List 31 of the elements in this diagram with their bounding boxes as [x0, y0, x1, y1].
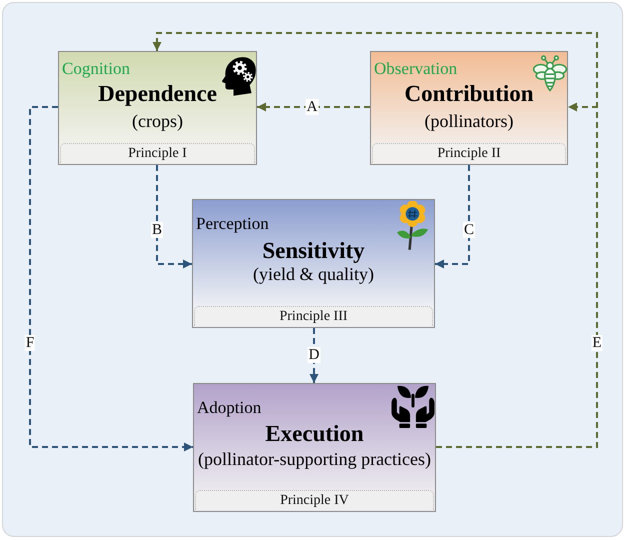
- edge-label: A: [306, 99, 318, 115]
- dashed-arrow: [435, 165, 470, 268]
- principle-band: Principle I: [60, 143, 255, 163]
- category-label: Perception: [196, 215, 269, 233]
- process-box: [58, 51, 257, 165]
- box-subtitle: (pollinators): [424, 112, 514, 130]
- dashed-arrow: [29, 106, 193, 452]
- box-title: Execution: [265, 422, 364, 446]
- box-subtitle: (pollinator-supporting practices): [198, 450, 432, 468]
- box-title: Sensitivity: [262, 238, 365, 264]
- box-subtitle: (crops): [132, 112, 183, 130]
- principle-band: Principle II: [372, 143, 566, 163]
- box-subtitle: (yield & quality): [253, 264, 374, 284]
- box-title: Dependence: [98, 82, 217, 106]
- dashed-arrow: [257, 102, 370, 112]
- category-label: Observation: [374, 60, 458, 78]
- box-title: Contribution: [404, 82, 534, 106]
- edge-label: C: [463, 222, 475, 238]
- edge-label: B: [151, 222, 163, 238]
- category-label: Adoption: [197, 399, 262, 417]
- principle-band: Principle IV: [195, 490, 434, 510]
- dashed-arrow: [156, 165, 192, 268]
- edge-label: F: [24, 335, 36, 351]
- dashed-arrow: [310, 328, 318, 383]
- process-box: [370, 51, 568, 165]
- process-box: [193, 383, 436, 512]
- process-box: [192, 199, 435, 328]
- principle-band: Principle III: [194, 306, 433, 326]
- category-label: Cognition: [62, 60, 130, 78]
- edge-label: D: [308, 347, 320, 363]
- edge-label: E: [591, 335, 603, 351]
